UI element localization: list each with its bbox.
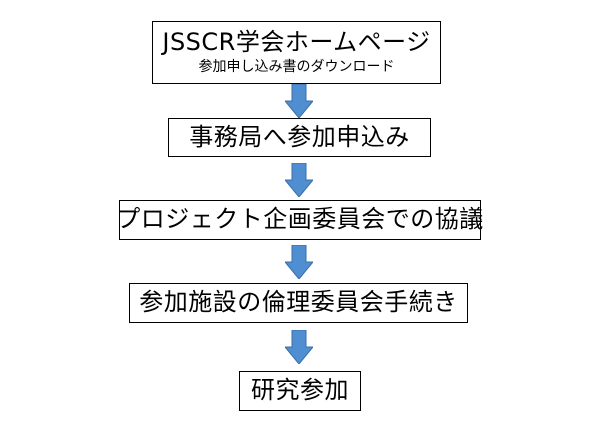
step-participation-title: 研究参加 [251,376,349,405]
down-arrow-icon [285,163,313,197]
step-participation-box: 研究参加 [239,371,361,411]
step-committee-title: プロジェクト企画委員会での協議 [116,205,484,234]
step-application-box: 事務局へ参加申込み [168,118,431,157]
step-ethics-title: 参加施設の倫理委員会手続き [139,288,458,317]
down-arrow-icon [285,330,313,364]
step-homepage-box: JSSCR学会ホームページ 参加申し込み書のダウンロード [152,21,441,84]
down-arrow-icon [285,84,313,118]
step-homepage-title: JSSCR学会ホームページ [162,28,431,57]
down-arrow-icon [285,245,313,279]
step-homepage-subtitle: 参加申し込み書のダウンロード [198,58,395,75]
step-committee-box: プロジェクト企画委員会での協議 [116,200,484,240]
step-ethics-box: 参加施設の倫理委員会手続き [129,283,468,323]
step-application-title: 事務局へ参加申込み [189,122,410,151]
